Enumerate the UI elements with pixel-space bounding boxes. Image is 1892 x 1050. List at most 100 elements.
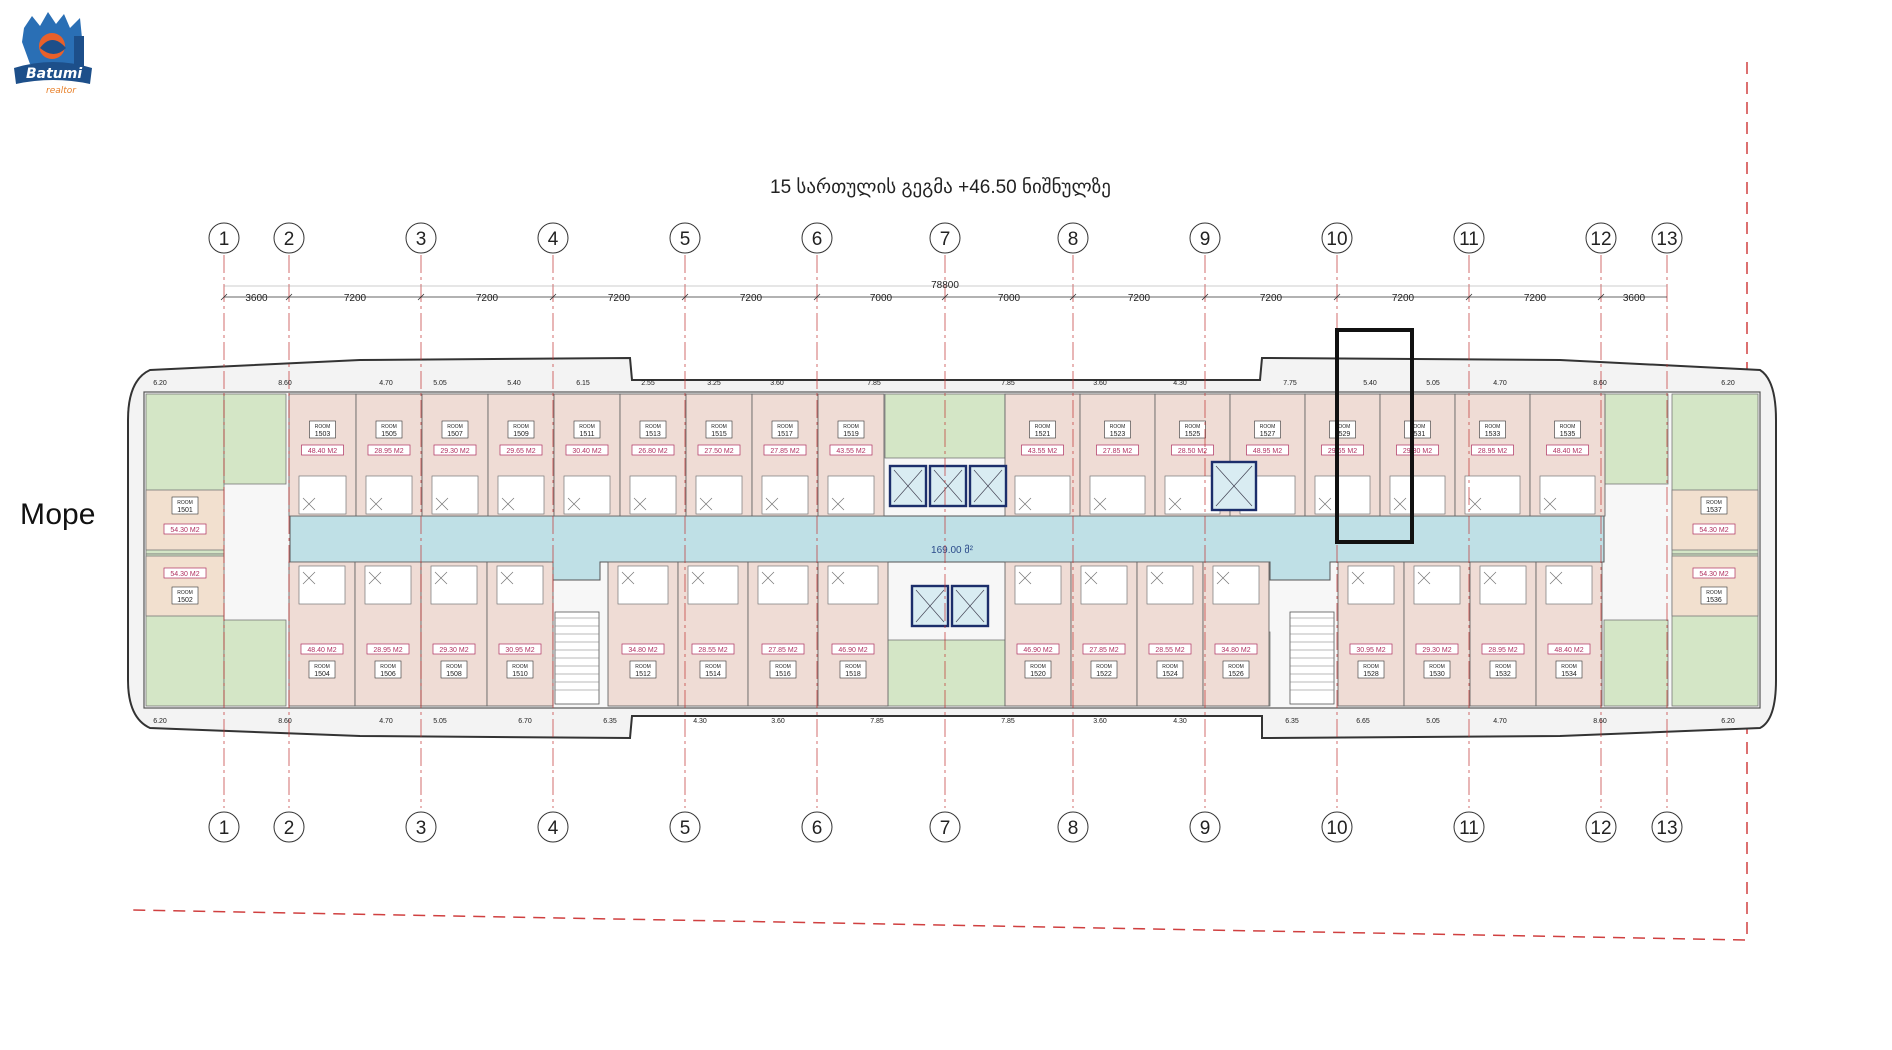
elevator-cross — [1215, 465, 1253, 507]
logo-title: Batumi — [26, 66, 83, 82]
bath-fixture — [691, 571, 705, 585]
bath-fixture — [1216, 571, 1230, 585]
axis-label-top: 2 — [284, 229, 295, 250]
room-tag-box — [1423, 660, 1451, 679]
room-tag-box — [171, 586, 199, 605]
room-number: 1510 — [512, 671, 528, 678]
room-number: 1521 — [1035, 431, 1051, 438]
room-area: 30.95 M2 — [505, 647, 534, 654]
bath-fixture — [501, 497, 515, 511]
dimension-tick — [220, 293, 228, 301]
room-word: ROOM — [446, 664, 462, 670]
balcony-dimension: 5.40 — [1363, 380, 1377, 387]
room-number: 1518 — [845, 671, 861, 678]
room-word: ROOM — [1110, 424, 1126, 430]
balcony-dimension: 3.60 — [771, 718, 785, 725]
room-number: 1503 — [315, 431, 331, 438]
bath-fixture — [1483, 571, 1497, 585]
balcony-dimension: 6.35 — [1285, 718, 1299, 725]
axis-bubble-bottom — [669, 811, 701, 843]
bathroom — [1146, 565, 1194, 605]
room-area: 34.80 M2 — [628, 647, 657, 654]
axis-bubble-top — [1651, 222, 1683, 254]
bath-fixture — [633, 497, 647, 511]
highlighted-unit-frame — [1335, 328, 1414, 544]
balcony-dimension: 4.70 — [379, 380, 393, 387]
bathroom — [695, 475, 743, 515]
span-dimension: 7200 — [1128, 293, 1151, 304]
bath-fixture — [1018, 497, 1032, 511]
balcony-dimension: 5.40 — [507, 380, 521, 387]
room-area-box — [763, 444, 807, 456]
bath-fixture — [1417, 571, 1431, 585]
bathroom — [1014, 475, 1071, 515]
room-tag-box — [507, 420, 535, 439]
room-word: ROOM — [177, 590, 193, 596]
axis-bubble-top — [1057, 222, 1089, 254]
bathroom — [1539, 475, 1596, 515]
room-tag-box — [1479, 420, 1506, 439]
room-number: 1505 — [381, 431, 397, 438]
dimension-tick — [1597, 293, 1605, 301]
room-number: 1507 — [447, 431, 463, 438]
room-word: ROOM — [513, 424, 529, 430]
axis-label-bottom: 13 — [1656, 818, 1677, 839]
room-word: ROOM — [1335, 424, 1351, 430]
room-number: 1517 — [777, 431, 793, 438]
room-area: 29.65 M2 — [1328, 448, 1357, 455]
room-area: 29.30 M2 — [440, 448, 469, 455]
room-number: 1516 — [775, 671, 791, 678]
room-tag-box — [1104, 420, 1131, 439]
bath-fixture — [369, 497, 383, 511]
room-word: ROOM — [1495, 664, 1511, 670]
bath-fixture — [302, 497, 316, 511]
room-tag-box — [839, 660, 867, 679]
span-dimension: 7200 — [476, 293, 499, 304]
axis-label-bottom: 4 — [548, 818, 559, 839]
room-area-box — [831, 643, 875, 655]
room-area-box — [1246, 444, 1289, 456]
room-word: ROOM — [777, 424, 793, 430]
axis-bubble-top — [1321, 222, 1353, 254]
lobby-area — [1603, 393, 1669, 485]
bathroom — [365, 475, 413, 515]
room-number: 1511 — [579, 431, 594, 438]
room-area: 29.30 M2 — [1422, 647, 1451, 654]
axis-label-top: 10 — [1326, 229, 1347, 250]
room-number: 1514 — [705, 671, 721, 678]
room-number: 1506 — [380, 671, 396, 678]
bathroom — [1413, 565, 1461, 605]
room-tag-box — [1029, 420, 1056, 439]
balcony-dimension: 6.20 — [1721, 380, 1735, 387]
room-number: 1536 — [1706, 597, 1722, 604]
span-dimension: 7200 — [1524, 293, 1547, 304]
room-area: 26.80 M2 — [638, 448, 667, 455]
balcony-dimension: 6.35 — [603, 718, 617, 725]
room-area: 28.50 M2 — [1178, 448, 1207, 455]
room-tag-box — [308, 660, 336, 679]
axis-label-top: 7 — [940, 229, 951, 250]
bath-fixture — [434, 571, 448, 585]
room-tag-box — [837, 420, 865, 439]
bathroom — [1089, 475, 1146, 515]
balcony-dimension: 7.75 — [1283, 380, 1297, 387]
overall-dimension: 78800 — [931, 280, 959, 291]
room-word: ROOM — [1429, 664, 1445, 670]
room-tag-box — [1024, 660, 1052, 679]
room-area: 34.80 M2 — [1221, 647, 1250, 654]
room-area-box — [1481, 643, 1525, 655]
room-area: 27.85 M2 — [770, 448, 799, 455]
room-number: 1502 — [177, 597, 193, 604]
axis-bubble-bottom — [1189, 811, 1221, 843]
room-tag-box — [506, 660, 534, 679]
span-dimension: 7200 — [1392, 293, 1415, 304]
axis-label-top: 9 — [1200, 229, 1211, 250]
room-word: ROOM — [845, 664, 861, 670]
span-dimension: 3600 — [1623, 293, 1646, 304]
room-area: 28.55 M2 — [698, 647, 727, 654]
room-area: 54.30 M2 — [170, 571, 199, 578]
dimension-tick — [1333, 293, 1341, 301]
batumi-realtor-logo[interactable]: Batumi realtor — [10, 8, 96, 104]
room-word: ROOM — [705, 664, 721, 670]
room-word: ROOM — [711, 424, 727, 430]
